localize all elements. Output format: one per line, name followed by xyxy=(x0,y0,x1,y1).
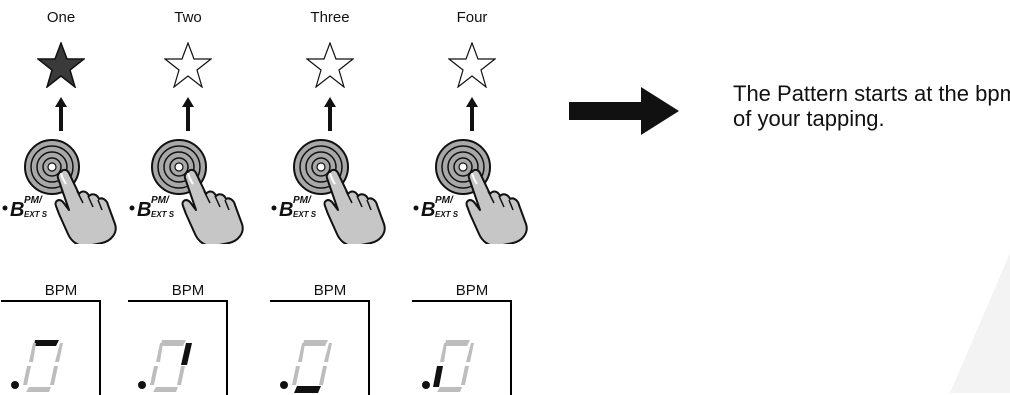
step-column-3: Three B PM/ EXT S xyxy=(270,0,390,395)
bpm-display xyxy=(270,300,370,395)
tap-bpm-button[interactable]: B PM/ EXT S xyxy=(270,136,390,248)
step-column-2: Two B PM/ EXT S xyxy=(128,0,248,395)
bpm-display xyxy=(412,300,512,395)
step-column-1: One B PM/ EXT S xyxy=(1,0,121,395)
count-label: Two xyxy=(174,9,202,26)
svg-text:B: B xyxy=(279,199,293,221)
bpm-ext-button-label: B PM/ EXT S xyxy=(2,195,48,221)
star-outline-icon xyxy=(164,42,212,88)
bpm-ext-button-label: B PM/ EXT S xyxy=(271,195,317,221)
svg-text:EXT S: EXT S xyxy=(293,210,317,219)
svg-text:EXT S: EXT S xyxy=(151,210,175,219)
svg-text:B: B xyxy=(421,199,435,221)
svg-text:B: B xyxy=(137,199,151,221)
digit-readout xyxy=(280,340,332,393)
count-label: Four xyxy=(456,9,488,26)
bpm-label: BPM xyxy=(171,282,205,299)
svg-text:B: B xyxy=(10,199,24,221)
up-arrow-icon xyxy=(466,97,478,131)
result-caption: The Pattern starts at the bpm of your ta… xyxy=(733,81,1010,131)
count-label: Three xyxy=(310,9,350,26)
digit-readout xyxy=(422,340,474,392)
svg-text:EXT S: EXT S xyxy=(435,210,459,219)
star-filled-icon xyxy=(37,42,85,88)
svg-text:EXT S: EXT S xyxy=(24,210,48,219)
svg-text:PM/: PM/ xyxy=(151,195,170,206)
tap-bpm-button[interactable]: B PM/ EXT S xyxy=(128,136,248,248)
digit-readout xyxy=(11,340,63,392)
bpm-label: BPM xyxy=(313,282,347,299)
pointing-hand-icon xyxy=(323,168,386,248)
pointing-hand-icon xyxy=(465,168,528,248)
svg-text:PM/: PM/ xyxy=(435,195,454,206)
step-column-4: Four B PM/ EXT S xyxy=(412,0,532,395)
svg-text:PM/: PM/ xyxy=(24,195,43,206)
up-arrow-icon xyxy=(324,97,336,131)
svg-text:PM/: PM/ xyxy=(293,195,312,206)
tap-bpm-button[interactable]: B PM/ EXT S xyxy=(1,136,121,248)
tap-bpm-button[interactable]: B PM/ EXT S xyxy=(412,136,532,248)
bpm-display xyxy=(128,300,228,395)
right-arrow-icon xyxy=(569,87,679,135)
star-outline-icon xyxy=(448,42,496,88)
up-arrow-icon xyxy=(55,97,67,131)
pointing-hand-icon xyxy=(181,168,244,248)
bpm-label: BPM xyxy=(44,282,78,299)
corner-decoration xyxy=(950,253,1010,393)
bpm-ext-button-label: B PM/ EXT S xyxy=(413,195,459,221)
bpm-label: BPM xyxy=(455,282,489,299)
pointing-hand-icon xyxy=(54,168,117,248)
bpm-ext-button-label: B PM/ EXT S xyxy=(129,195,175,221)
count-label: One xyxy=(46,9,76,26)
star-outline-icon xyxy=(306,42,354,88)
digit-readout xyxy=(138,340,192,392)
bpm-display xyxy=(1,300,101,395)
up-arrow-icon xyxy=(182,97,194,131)
